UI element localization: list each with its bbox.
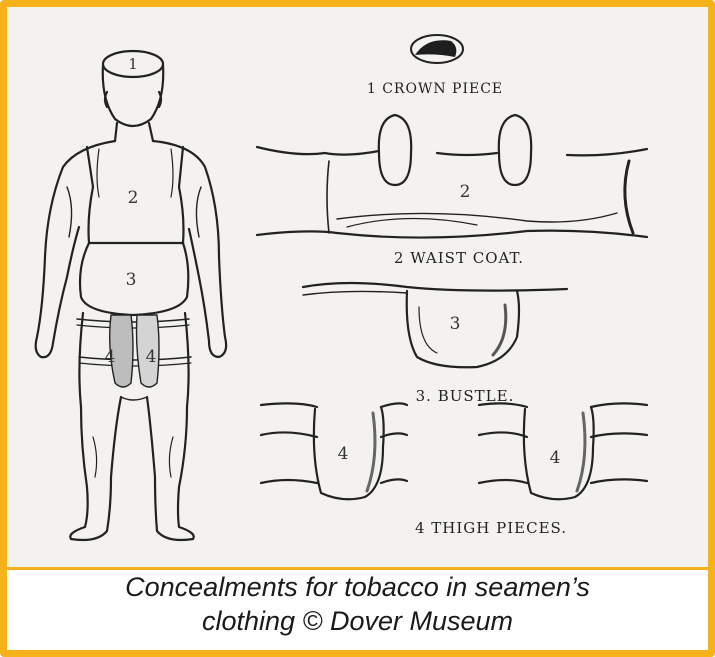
caption-line-1: Concealments for tobacco in seamen’s xyxy=(0,570,715,604)
label-thigh-pieces: 4 THIGH PIECES. xyxy=(415,519,567,537)
figure-number-chest: 2 xyxy=(128,188,139,208)
left-arm xyxy=(36,141,115,357)
illustration-panel: 1 2 3 4 4 1 CROWN PIECE 2 2 WAIST COAT. xyxy=(7,7,708,570)
label-bustle: 3. BUSTLE. xyxy=(416,387,515,405)
crown-piece-detail xyxy=(411,35,463,63)
label-crown-piece: 1 CROWN PIECE xyxy=(367,81,503,97)
man-figure xyxy=(36,51,226,540)
caption-line-2: clothing © Dover Museum xyxy=(0,604,715,638)
figure-number-head: 1 xyxy=(128,55,138,73)
figure-number-bustle: 3 xyxy=(126,270,137,290)
bustle-detail xyxy=(303,283,567,367)
figure-caption: Concealments for tobacco in seamen’s clo… xyxy=(0,570,715,650)
right-arm xyxy=(153,141,226,357)
waist-coat-detail xyxy=(257,115,647,238)
figure-number-thigh-right: 4 xyxy=(146,347,157,367)
detail-number-thigh-a: 4 xyxy=(338,444,349,464)
detail-number-bustle: 3 xyxy=(450,314,461,334)
label-waist-coat: 2 WAIST COAT. xyxy=(394,249,524,267)
detail-number-waist: 2 xyxy=(460,182,471,202)
detail-number-thigh-b: 4 xyxy=(550,448,561,468)
figure-number-thigh-left: 4 xyxy=(105,347,116,367)
thigh-pieces-detail xyxy=(261,403,647,499)
concealment-illustration: 1 2 3 4 4 1 CROWN PIECE 2 2 WAIST COAT. xyxy=(7,7,708,567)
